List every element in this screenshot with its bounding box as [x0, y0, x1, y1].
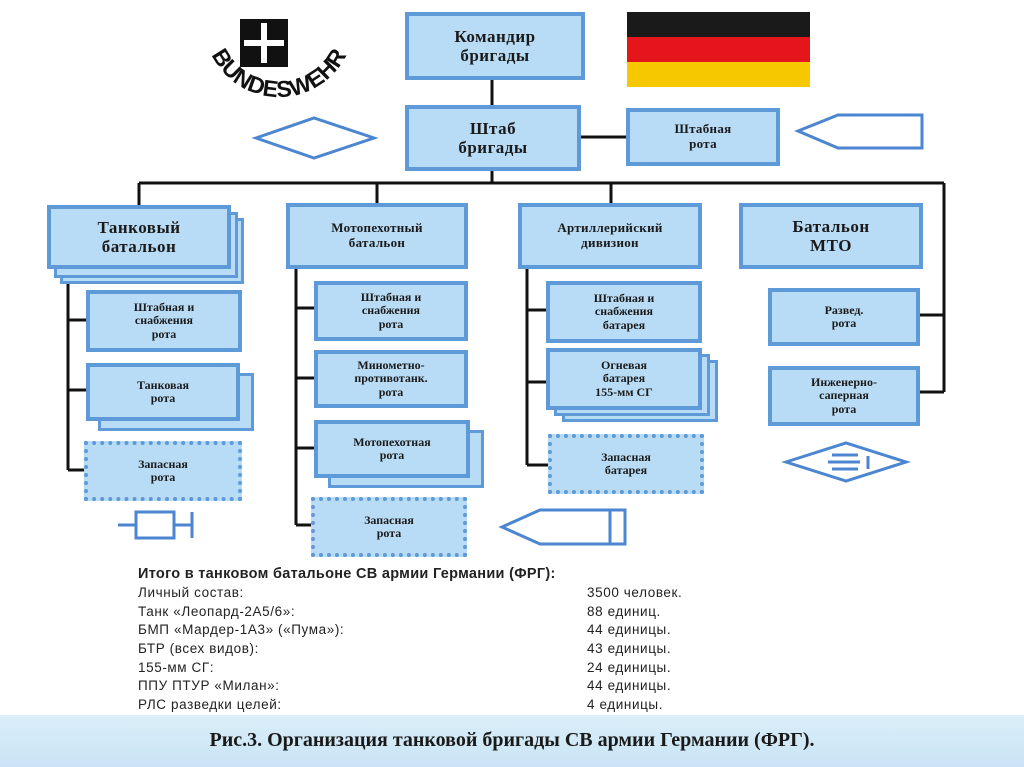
- german-flag-icon: [627, 12, 810, 87]
- mr-company-box: Мотопехотная рота: [314, 420, 470, 478]
- summary-row-label: ППУ ПТУР «Милан»:: [138, 678, 280, 694]
- mr-hq-company-box: Штабная и снабжения рота: [314, 281, 468, 341]
- figure-caption: Рис.3. Организация танковой бригады СВ а…: [209, 729, 815, 751]
- hq-label: Штаб бригады: [458, 118, 528, 157]
- summary-title: Итого в танковом батальоне СВ армии Герм…: [138, 566, 556, 582]
- tank-reserve-box: Запасная рота: [84, 441, 242, 501]
- summary-row-label: РЛС разведки целей:: [138, 697, 282, 713]
- tank-company-label: Танковая рота: [136, 377, 190, 405]
- mr-reserve-box: Запасная рота: [311, 497, 467, 557]
- summary-row-label: 155-мм СГ:: [138, 659, 215, 675]
- flag-pennant-symbol-icon: [794, 113, 924, 150]
- commander-label: Командир бригады: [454, 26, 536, 65]
- mto-recon-company-box: Развед. рота: [768, 288, 920, 346]
- summary-row: БТР (всех видов): 43 единицы.: [138, 641, 758, 660]
- hq-company-box: Штабная рота: [626, 108, 780, 166]
- tank-company-box: Танковая рота: [86, 363, 240, 421]
- summary-row: Танк «Леопард-2А5/6»: 88 единиц.: [138, 604, 758, 623]
- bundeswehr-logo: BUNDESWEHR: [207, 19, 351, 102]
- art-reserve-box: Запасная батарея: [548, 434, 704, 494]
- art-hq-battery-label: Штабная и снабжения батарея: [593, 290, 655, 332]
- summary-row: ППУ ПТУР «Милан»: 44 единицы.: [138, 678, 758, 697]
- mto-recon-company-label: Развед. рота: [824, 302, 864, 330]
- motor-rifle-battalion-box: Мотопехотный батальон: [286, 203, 468, 269]
- summary-row-value: 3500 человек.: [587, 585, 683, 600]
- summary-block: Итого в танковом батальоне СВ армии Герм…: [138, 566, 758, 716]
- reserve-pennant-symbol-icon: [498, 508, 627, 546]
- art-reserve-label: Запасная батарея: [601, 449, 651, 477]
- mto-engineer-company-label: Инженерно- саперная рота: [811, 374, 877, 416]
- commander-box: Командир бригады: [405, 12, 585, 80]
- art-fire-battery-box: Огневая батарея 155-мм СГ: [546, 348, 702, 410]
- tank-hq-company-label: Штабная и снабжения рота: [133, 299, 195, 341]
- tank-battalion-box: Танковый батальон: [47, 205, 231, 269]
- hq-box: Штаб бригады: [405, 105, 581, 171]
- mr-mortar-company-label: Минометно- противотанк. рота: [354, 357, 428, 399]
- summary-row-label: Танк «Леопард-2А5/6»:: [138, 603, 296, 619]
- summary-row-label: Личный состав:: [138, 585, 244, 600]
- summary-row-value: 43 единицы.: [587, 641, 672, 657]
- summary-row: БМП «Мардер-1А3» («Пума»): 44 единицы.: [138, 622, 758, 641]
- tank-battalion-label: Танковый батальон: [97, 217, 181, 256]
- mr-hq-company-label: Штабная и снабжения рота: [360, 289, 422, 331]
- mr-mortar-company-box: Минометно- противотанк. рота: [314, 350, 468, 408]
- summary-rows: Личный состав: 3500 человек. Танк «Леопард…: [138, 585, 758, 716]
- summary-row-value: 44 единицы.: [587, 622, 672, 638]
- summary-row: РЛС разведки целей: 4 единицы.: [138, 697, 758, 716]
- mr-reserve-label: Запасная рота: [364, 512, 414, 540]
- mto-battalion-label: Батальон МТО: [792, 216, 870, 255]
- motor-rifle-battalion-label: Мотопехотный батальон: [331, 220, 423, 250]
- summary-row-value: 44 единицы.: [587, 678, 672, 694]
- left-diamond-symbol-icon: [251, 116, 379, 160]
- summary-row-value: 88 единиц.: [587, 603, 661, 619]
- mto-engineer-company-box: Инженерно- саперная рота: [768, 366, 920, 426]
- summary-row-value: 4 единицы.: [587, 697, 664, 713]
- tank-hq-company-box: Штабная и снабжения рота: [86, 290, 242, 352]
- hq-company-label: Штабная рота: [674, 121, 732, 151]
- mr-company-label: Мотопехотная рота: [353, 434, 431, 462]
- summary-row-value: 24 единицы.: [587, 659, 672, 675]
- caption-bar: Рис.3. Организация танковой бригады СВ а…: [0, 715, 1024, 767]
- art-hq-battery-box: Штабная и снабжения батарея: [546, 281, 702, 343]
- summary-row: Личный состав: 3500 человек.: [138, 585, 758, 604]
- mto-battalion-box: Батальон МТО: [739, 203, 923, 269]
- art-fire-battery-label: Огневая батарея 155-мм СГ: [595, 357, 653, 399]
- artillery-division-box: Артиллерийский дивизион: [518, 203, 702, 269]
- artillery-division-label: Артиллерийский дивизион: [557, 220, 663, 250]
- summary-row: 155-мм СГ: 24 единицы.: [138, 660, 758, 679]
- summary-row-label: БМП «Мардер-1А3» («Пума»):: [138, 622, 345, 638]
- tank-symbol-icon: [134, 510, 176, 540]
- summary-row-label: БТР (всех видов):: [138, 641, 259, 657]
- tank-reserve-label: Запасная рота: [138, 456, 188, 484]
